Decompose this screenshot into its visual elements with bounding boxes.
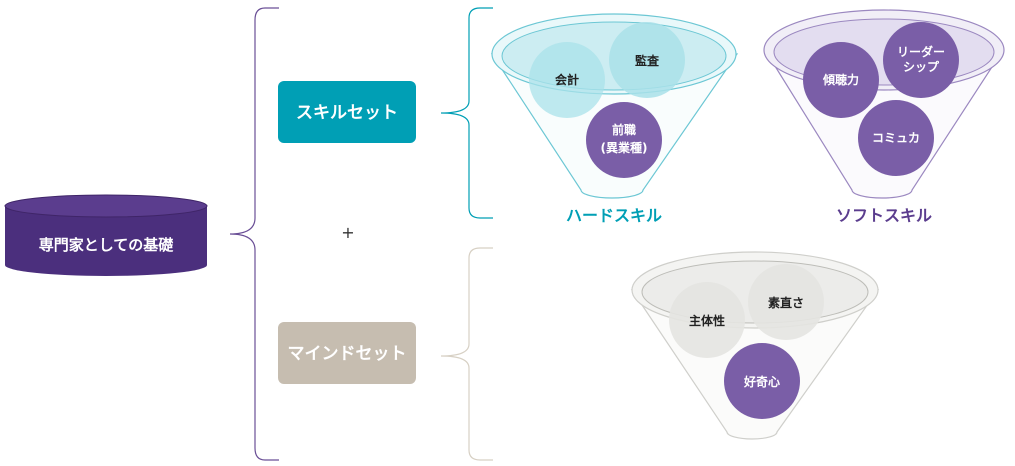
hard-skill-title: ハードスキル — [566, 206, 662, 225]
mind-item-initiative: 主体性 — [689, 313, 725, 328]
mindset-funnel: 主体性 素直さ 好奇心 — [630, 251, 880, 440]
skillset-box — [278, 81, 416, 143]
skillset-brace — [440, 7, 493, 219]
mind-circle-curiosity — [724, 343, 800, 419]
hard-item-accounting: 会計 — [555, 72, 579, 87]
hard-circle-previous-job — [586, 102, 662, 178]
soft-circle-listening — [803, 42, 879, 118]
mind-circle-honesty — [748, 264, 824, 340]
main-brace — [229, 7, 279, 461]
hard-item-audit: 監査 — [635, 53, 660, 68]
foundation-label: 専門家としての基礎 — [39, 236, 175, 254]
mind-item-honesty: 素直さ — [768, 295, 804, 310]
hard-skill-funnel: 会計 監査 前職 (異業種) — [490, 13, 739, 199]
soft-circle-leadership — [883, 22, 959, 98]
hard-item-other-industry: (異業種) — [601, 140, 648, 155]
hard-circle-audit — [609, 22, 685, 98]
mindset-label: マインドセット — [288, 344, 407, 364]
soft-item-communication: コミュカ — [872, 131, 920, 145]
foundation-cylinder: 専門家としての基礎 — [4, 194, 208, 276]
skillset-label: スキルセット — [296, 103, 398, 123]
soft-item-leadership-2: シップ — [903, 59, 940, 74]
hard-circle-accounting — [529, 42, 605, 118]
hard-item-previous-job: 前職 — [612, 122, 636, 137]
plus-sign: + — [341, 223, 354, 242]
soft-skill-funnel: 傾聴力 リーダー シップ コミュカ — [763, 9, 1005, 199]
soft-skill-title: ソフトスキル — [836, 206, 932, 225]
mindset-brace — [440, 247, 493, 461]
mindset-box — [278, 322, 416, 384]
mind-circle-initiative — [669, 282, 745, 358]
soft-item-leadership-1: リーダー — [897, 44, 945, 59]
mind-item-curiosity: 好奇心 — [743, 374, 780, 389]
soft-circle-communication — [858, 100, 934, 176]
soft-item-listening: 傾聴力 — [822, 72, 859, 87]
